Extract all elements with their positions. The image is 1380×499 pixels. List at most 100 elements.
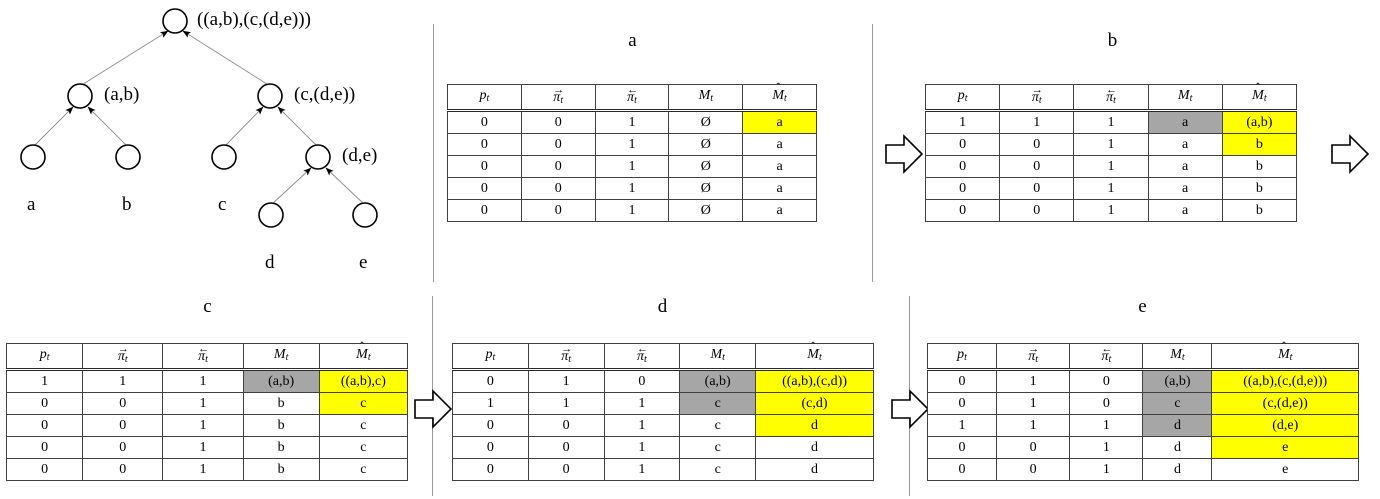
col-header-pi-left-t: ←πt: [603, 343, 681, 371]
cell-pi_left_t-r3: 1: [162, 414, 244, 437]
col-header-pi-right-t: →πt: [527, 343, 605, 371]
cell-pi_right_t-r5: 0: [82, 458, 164, 481]
cell-pi_right_t-r1: 1: [527, 369, 605, 393]
tree-edges: [32, 30, 366, 206]
cell-pi_right_t-r3: 0: [520, 155, 596, 178]
col-header-m-t: Mt: [1142, 343, 1213, 371]
cell-M_t-r3: a: [1147, 155, 1223, 178]
tree-nodes: [20, 8, 378, 228]
cell-M_hat_t-r4: d: [755, 436, 874, 459]
cell-M_t-r5: Ø: [668, 199, 744, 222]
cell-M_hat_t-r3: a: [742, 155, 817, 178]
cell-M_hat_t-r3: (d,e): [1211, 414, 1359, 437]
cell-pi_right_t-r1: 1: [82, 369, 164, 393]
cell-M_hat_t-r5: d: [755, 458, 874, 481]
cell-pi_left_t-r1: 1: [594, 110, 670, 134]
cell-pi_left_t-r5: 1: [594, 199, 670, 222]
col-header-pi-left-t: ←πt: [1069, 343, 1144, 371]
tree-node-root: [162, 8, 188, 34]
col-header-m-t: Mt: [242, 343, 320, 371]
cell-p_t-r4: 0: [452, 436, 529, 459]
tree-leaf-label-b: b: [122, 194, 132, 215]
panel-divider-top-right: [872, 24, 873, 282]
cell-M_hat_t-r3: c: [318, 414, 409, 437]
cell-M_t-r2: Ø: [668, 133, 744, 156]
cell-pi_left_t-r3: 1: [1073, 155, 1149, 178]
tree-node-leaf-c: [211, 144, 237, 170]
cell-M_hat_t-r3: b: [1221, 155, 1298, 178]
tree-node-leaf-d: [258, 202, 284, 228]
cell-p_t-r3: 0: [5, 414, 84, 437]
cell-M_t-r5: a: [1147, 199, 1223, 222]
cell-M_hat_t-r1: (a,b): [1221, 110, 1298, 134]
cell-pi_left_t-r3: 1: [1069, 414, 1144, 437]
cell-pi_right_t-r2: 0: [82, 392, 164, 415]
cell-pi_right_t-r3: 0: [999, 155, 1075, 178]
tree-label-de: (d,e): [342, 145, 378, 166]
cell-M_hat_t-r1: ((a,b),(c,(d,e))): [1211, 369, 1359, 393]
cell-pi_left_t-r3: 1: [603, 414, 681, 437]
cell-pi_right_t-r2: 1: [527, 392, 605, 415]
col-header-pi-left-t: ←πt: [594, 84, 670, 112]
tree-label-root: ((a,b),(c,(d,e))): [197, 9, 311, 30]
tree-node-leaf-e: [352, 202, 378, 228]
cell-pi_right_t-r3: 0: [527, 414, 605, 437]
cell-pi_right_t-r5: 0: [999, 199, 1075, 222]
phylogenetic-tree-diagram: ((a,b),(c,(d,e))) (a,b) (c,(d,e)) (d,e) …: [0, 0, 432, 288]
col-header-pi-left-t: ←πt: [1073, 84, 1149, 112]
cell-p_t-r5: 0: [452, 458, 529, 481]
cell-pi_left_t-r4: 1: [1069, 436, 1144, 459]
cell-M_hat_t-r5: a: [742, 199, 817, 222]
panel-caption-c: c: [203, 296, 212, 317]
cell-M_t-r5: b: [242, 458, 320, 481]
cell-pi_right_t-r3: 0: [82, 414, 164, 437]
cell-pi_right_t-r5: 0: [520, 199, 596, 222]
tree-node-cde: [257, 83, 283, 109]
cell-p_t-r2: 0: [5, 392, 84, 415]
cell-pi_left_t-r5: 1: [603, 458, 681, 481]
cell-pi_left_t-r2: 1: [603, 392, 681, 415]
cell-pi_left_t-r2: 0: [1069, 392, 1144, 415]
cell-pi_left_t-r1: 0: [1069, 369, 1144, 393]
cell-pi_left_t-r5: 1: [1069, 458, 1144, 481]
cell-p_t-r2: 0: [447, 133, 522, 156]
tree-leaf-label-a: a: [27, 194, 36, 215]
cell-p_t-r2: 0: [924, 133, 1001, 156]
cell-M_t-r2: c: [1142, 392, 1213, 415]
cell-p_t-r5: 0: [447, 199, 522, 222]
cell-pi_left_t-r2: 1: [1073, 133, 1149, 156]
cell-M_t-r1: Ø: [668, 110, 744, 134]
cell-M_t-r4: c: [679, 436, 757, 459]
cell-pi_left_t-r4: 1: [1073, 177, 1149, 200]
cell-M_hat_t-r5: b: [1221, 199, 1298, 222]
cell-pi_right_t-r4: 0: [995, 436, 1071, 459]
cell-p_t-r1: 1: [924, 110, 1001, 134]
col-header-pi-right-t: →πt: [520, 84, 596, 112]
cell-pi_right_t-r4: 0: [999, 177, 1075, 200]
cell-p_t-r5: 0: [924, 199, 1001, 222]
panel-caption-b: b: [1107, 30, 1118, 51]
